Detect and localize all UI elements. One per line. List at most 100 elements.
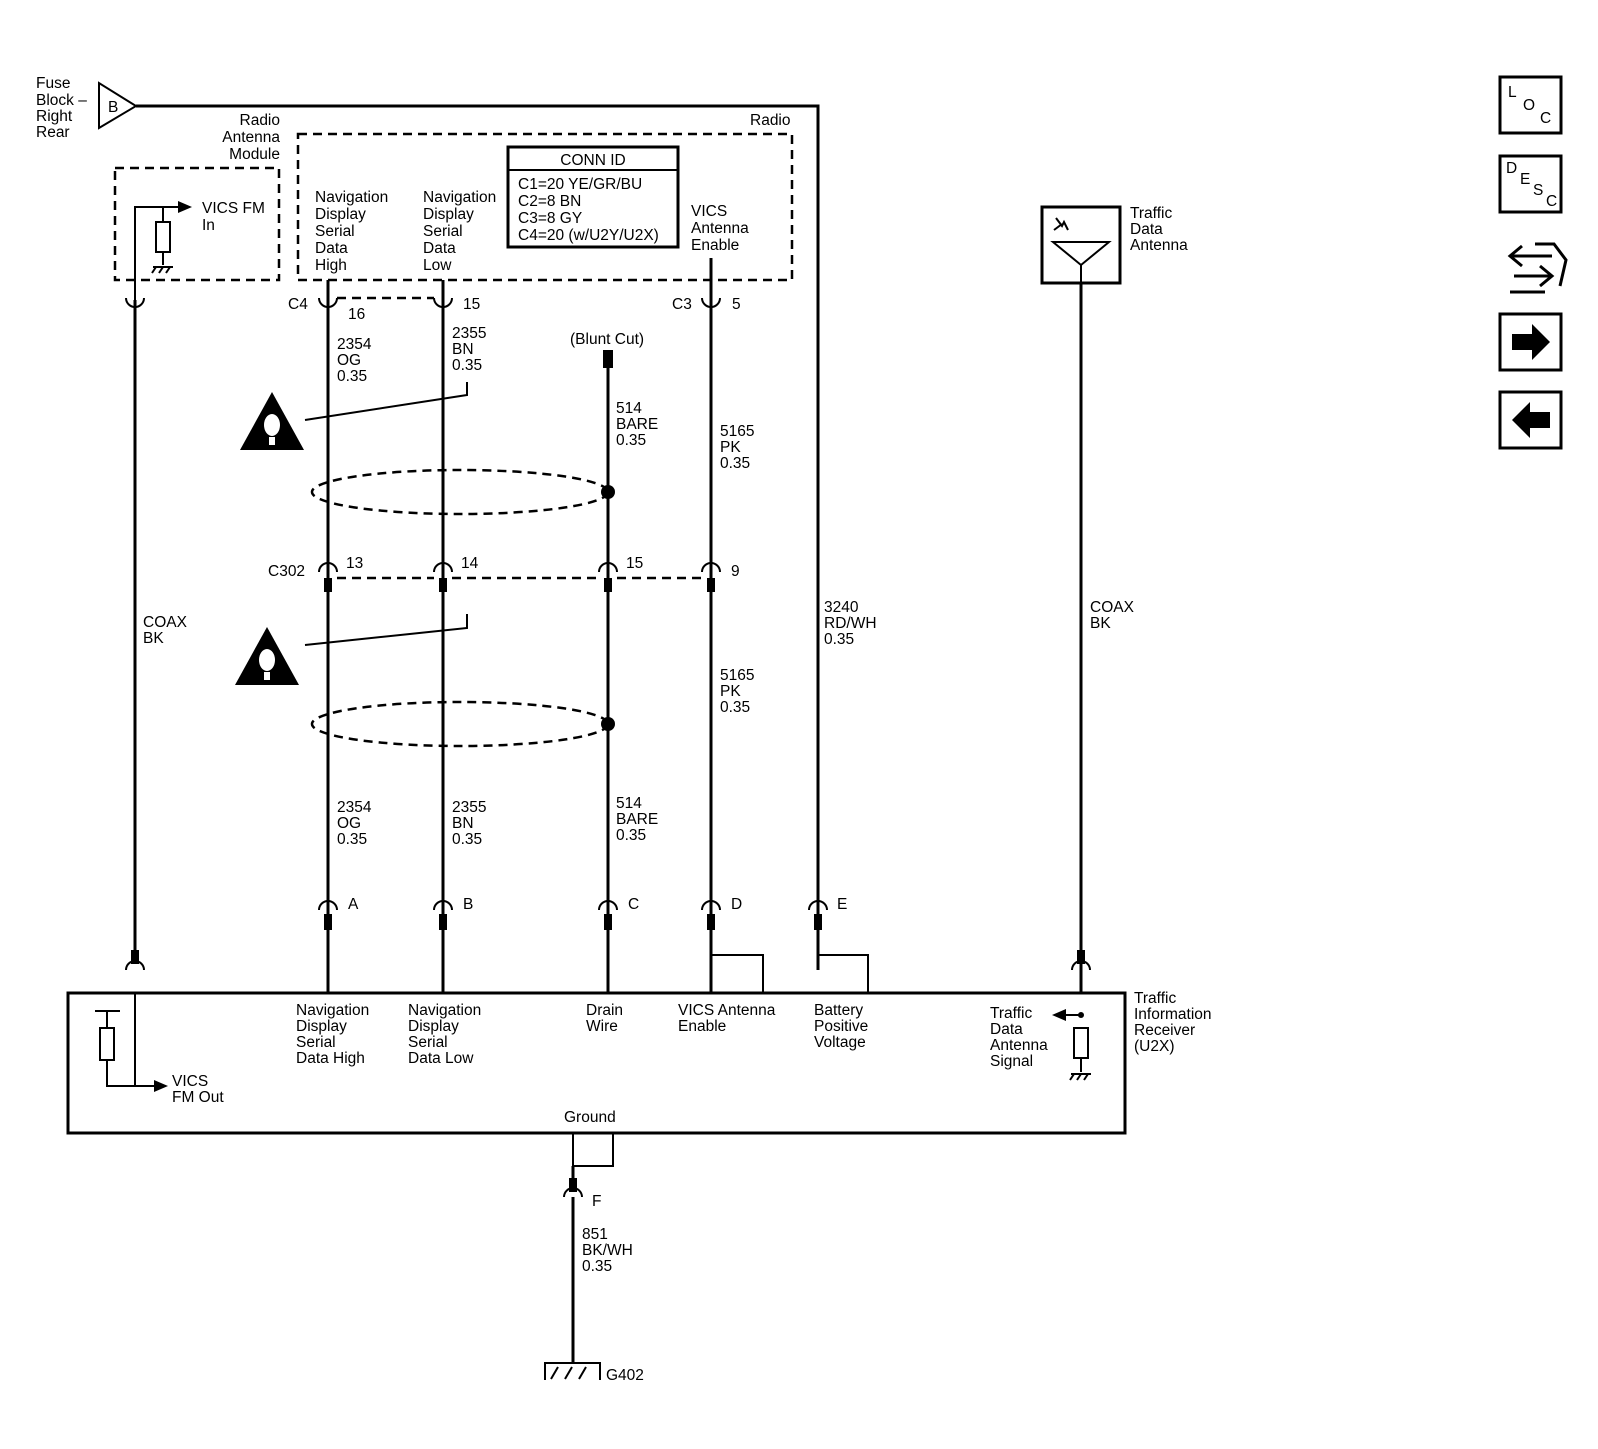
svg-text:Antenna: Antenna: [990, 1037, 1048, 1054]
loc-icon[interactable]: L O C: [1498, 75, 1563, 135]
svg-text:VICS FM: VICS FM: [202, 200, 265, 217]
svg-text:C302: C302: [268, 563, 305, 580]
svg-text:OG: OG: [337, 352, 361, 369]
svg-text:Navigation: Navigation: [408, 1002, 481, 1019]
svg-text:Right: Right: [36, 108, 73, 125]
svg-text:Data High: Data High: [296, 1050, 365, 1067]
svg-text:CONN ID: CONN ID: [560, 152, 625, 169]
svg-text:C: C: [1546, 193, 1557, 210]
svg-text:Data Low: Data Low: [408, 1050, 474, 1067]
svg-text:5: 5: [732, 296, 741, 313]
ground-g402-label: G402: [606, 1367, 644, 1384]
wire-label-2354-lower: 2354 OG 0.35: [337, 799, 372, 848]
wire-label-514-lower: 514 BARE 0.35: [616, 795, 658, 844]
svg-text:Data: Data: [423, 240, 456, 257]
svg-text:Fuse: Fuse: [36, 75, 70, 92]
svg-text:15: 15: [463, 296, 480, 313]
svg-text:BK: BK: [143, 630, 164, 647]
svg-text:Serial: Serial: [296, 1034, 336, 1051]
svg-text:0.35: 0.35: [824, 631, 854, 648]
svg-text:Signal: Signal: [990, 1053, 1033, 1070]
caution-icon: [240, 392, 304, 450]
radio-pin-nav-low-label: Navigation Display Serial Data Low: [423, 189, 496, 274]
svg-text:2355: 2355: [452, 325, 486, 342]
svg-text:Display: Display: [408, 1018, 459, 1035]
svg-text:D: D: [1506, 160, 1517, 177]
svg-text:BARE: BARE: [616, 416, 658, 433]
connector-tool-icon[interactable]: [1507, 242, 1568, 294]
svg-text:Antenna: Antenna: [222, 129, 280, 146]
svg-text:BN: BN: [452, 341, 474, 358]
wire-label-2355-lower: 2355 BN 0.35: [452, 799, 486, 848]
svg-text:D: D: [731, 896, 742, 913]
svg-text:Receiver: Receiver: [1134, 1022, 1195, 1039]
receiver-drain-label: Drain Wire: [586, 1002, 623, 1035]
svg-text:C: C: [1540, 110, 1551, 127]
svg-text:14: 14: [461, 555, 479, 572]
svg-text:0.35: 0.35: [452, 831, 482, 848]
svg-text:E: E: [1520, 171, 1530, 188]
svg-text:Serial: Serial: [408, 1034, 448, 1051]
svg-text:Display: Display: [296, 1018, 347, 1035]
svg-text:Positive: Positive: [814, 1018, 868, 1035]
radio-antenna-module-box: [113, 166, 281, 282]
svg-text:Block –: Block –: [36, 92, 87, 109]
svg-text:Information: Information: [1134, 1006, 1212, 1023]
fuse-block-source: B Fuse Block – Right Rear: [36, 75, 138, 141]
svg-text:514: 514: [616, 795, 642, 812]
svg-text:Navigation: Navigation: [423, 189, 496, 206]
radio-pin-vics-enable-label: VICS Antenna Enable: [691, 203, 749, 254]
radio-pin-nav-high-label: Navigation Display Serial Data High: [315, 189, 388, 274]
svg-text:S: S: [1533, 182, 1543, 199]
svg-text:Data: Data: [990, 1021, 1023, 1038]
svg-text:COAX: COAX: [1090, 599, 1135, 616]
svg-text:Enable: Enable: [691, 237, 739, 254]
receiver-ground-label: Ground: [564, 1109, 616, 1126]
svg-text:C1=20 YE/GR/BU: C1=20 YE/GR/BU: [518, 176, 642, 193]
svg-text:High: High: [315, 257, 347, 274]
wire-label-851: 851 BK/WH 0.35: [582, 1226, 633, 1275]
svg-text:Radio: Radio: [240, 112, 281, 129]
fuse-terminal-label: B: [108, 99, 118, 116]
svg-text:COAX: COAX: [143, 614, 188, 631]
shield-lower: [310, 700, 610, 748]
svg-text:Antenna: Antenna: [1130, 237, 1188, 254]
previous-arrow-icon[interactable]: [1498, 390, 1563, 450]
traffic-antenna-label: Traffic Data Antenna: [1130, 205, 1188, 254]
svg-text:C3=8 GY: C3=8 GY: [518, 210, 582, 227]
svg-text:Drain: Drain: [586, 1002, 623, 1019]
svg-text:16: 16: [348, 306, 365, 323]
traffic-signal-resistor-icon: [1052, 1009, 1091, 1081]
svg-text:PK: PK: [720, 439, 741, 456]
svg-text:3240: 3240: [824, 599, 859, 616]
svg-text:0.35: 0.35: [452, 357, 482, 374]
receiver-battery-label: Battery Positive Voltage: [814, 1002, 868, 1051]
wire-label-514-upper: 514 BARE 0.35: [616, 400, 658, 449]
svg-text:Traffic: Traffic: [1130, 205, 1172, 222]
svg-text:BK: BK: [1090, 615, 1111, 632]
wire-label-3240: 3240 RD/WH 0.35: [824, 599, 877, 648]
svg-text:C4: C4: [288, 296, 308, 313]
next-arrow-icon[interactable]: [1498, 312, 1563, 372]
svg-text:Battery: Battery: [814, 1002, 863, 1019]
conn-id-table: CONN ID C1=20 YE/GR/BU C2=8 BN C3=8 GY C…: [506, 145, 680, 249]
svg-text:Voltage: Voltage: [814, 1034, 866, 1051]
svg-text:Navigation: Navigation: [315, 189, 388, 206]
wire-label-2354-upper: 2354 OG 0.35: [337, 336, 372, 385]
svg-text:0.35: 0.35: [720, 455, 750, 472]
svg-text:Data: Data: [1130, 221, 1163, 238]
svg-text:Display: Display: [423, 206, 474, 223]
svg-text:514: 514: [616, 400, 642, 417]
svg-text:0.35: 0.35: [337, 831, 367, 848]
wire-label-5165-upper: 5165 PK 0.35: [720, 423, 754, 472]
svg-text:FM Out: FM Out: [172, 1089, 224, 1106]
svg-text:C2=8 BN: C2=8 BN: [518, 193, 581, 210]
svg-text:0.35: 0.35: [616, 432, 646, 449]
wire-label-5165-lower: 5165 PK 0.35: [720, 667, 754, 716]
svg-text:PK: PK: [720, 683, 741, 700]
desc-icon[interactable]: D E S C: [1498, 154, 1563, 214]
wire-label-coax-left: COAX BK: [143, 614, 188, 647]
svg-text:VICS: VICS: [691, 203, 727, 220]
svg-text:2354: 2354: [337, 336, 372, 353]
